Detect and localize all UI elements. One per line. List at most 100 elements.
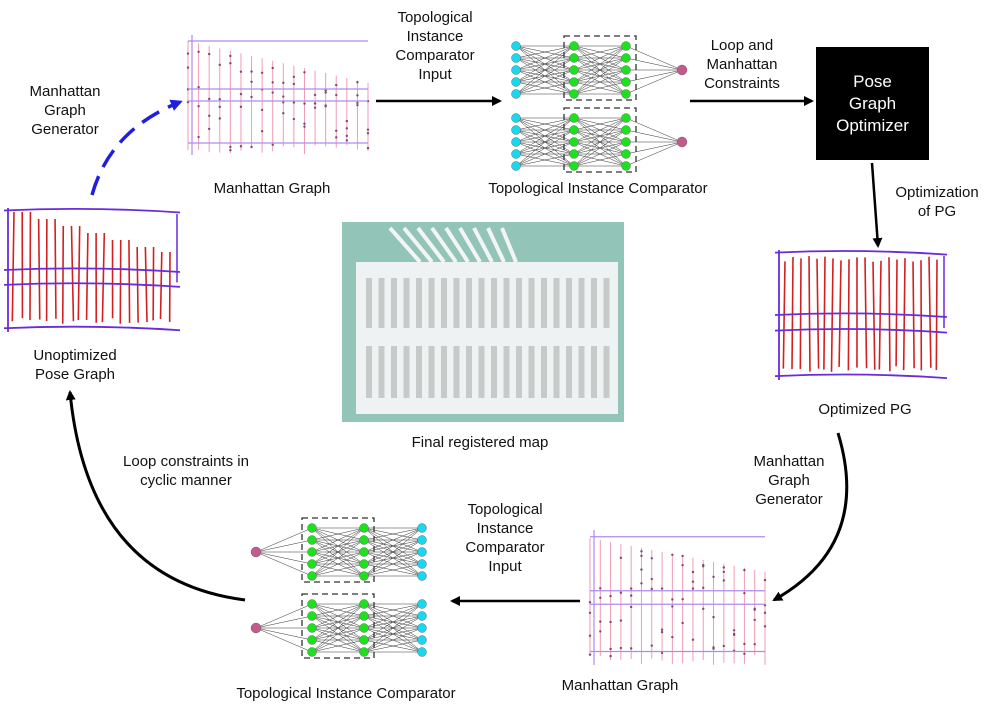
- map-aisle: [591, 278, 597, 328]
- nn-hidden-box: [563, 35, 637, 101]
- mg-node: [660, 587, 664, 590]
- mg-node: [345, 134, 349, 138]
- nn-node: [417, 523, 427, 533]
- pose-graph-optimizer-box: Pose Graph Optimizer: [816, 47, 929, 160]
- mg-node: [229, 54, 232, 58]
- mg-node: [197, 86, 200, 89]
- map-aisle: [441, 278, 447, 328]
- nn-connection: [573, 117, 627, 155]
- arrow-pg-to-mg-bottom: [772, 432, 849, 602]
- map-aisle: [566, 278, 572, 328]
- nn-node: [511, 137, 521, 147]
- mg-node: [292, 82, 296, 86]
- nn-connection: [573, 45, 627, 71]
- mg-node: [229, 145, 232, 149]
- mg-node: [282, 112, 285, 115]
- nn-connection: [573, 57, 627, 95]
- nn-node: [307, 599, 317, 609]
- nn-node: [359, 547, 369, 557]
- mg-node: [609, 594, 612, 598]
- mg-node: [229, 62, 232, 65]
- mg-node: [712, 575, 715, 579]
- nn-node: [621, 125, 631, 135]
- mg-node: [197, 105, 200, 108]
- nn-connection: [573, 69, 627, 95]
- mg-node: [207, 114, 211, 117]
- nn-node: [621, 53, 631, 63]
- mg-node: [335, 136, 338, 139]
- pose-edge: [830, 258, 834, 372]
- nn-connection: [311, 639, 365, 653]
- pose-edge: [895, 259, 898, 367]
- mg-node: [303, 102, 306, 105]
- mg-node: [250, 80, 253, 83]
- mg-node: [335, 93, 338, 97]
- nn-node: [569, 137, 579, 147]
- mg-node: [218, 105, 221, 109]
- nn-node: [307, 559, 317, 569]
- mg-node: [640, 582, 643, 585]
- topological-instance-comparator-top: [511, 35, 688, 173]
- nn-connection: [255, 551, 313, 577]
- mg-node: [271, 66, 274, 70]
- nn-connection: [625, 69, 683, 95]
- mg-node: [303, 125, 306, 128]
- map-aisle: [391, 278, 397, 328]
- mg-node: [753, 608, 756, 611]
- arrow-dashed-generator: [90, 99, 183, 196]
- nn-node: [359, 535, 369, 545]
- mg-node: [303, 122, 306, 125]
- mg-node: [260, 71, 264, 74]
- nn-node: [569, 113, 579, 123]
- mg-node: [588, 611, 592, 615]
- nn-node: [359, 559, 369, 569]
- map-aisle: [378, 346, 385, 398]
- map-aisle: [503, 346, 510, 398]
- mg-node: [691, 570, 695, 574]
- map-aisle: [603, 278, 610, 328]
- map-aisle: [516, 346, 522, 398]
- nn-connection: [573, 117, 627, 131]
- mg-node: [271, 81, 274, 84]
- mg-node: [609, 647, 612, 651]
- pose-edge: [928, 256, 932, 368]
- mg-node: [691, 638, 695, 641]
- mg-node: [271, 91, 274, 94]
- label-final-map: Final registered map: [411, 434, 549, 451]
- nn-node: [307, 535, 317, 545]
- nn-connection: [573, 117, 627, 167]
- mg-node: [640, 554, 643, 558]
- mg-node: [218, 117, 221, 120]
- nn-node: [569, 89, 579, 99]
- nn-node: [307, 571, 317, 581]
- nn-node: [511, 77, 521, 87]
- map-aisle: [603, 346, 610, 398]
- mg-node: [303, 71, 306, 74]
- final-registered-map: [342, 222, 624, 422]
- pose-edge: [3, 282, 181, 288]
- mg-node: [722, 644, 726, 648]
- nn-node: [359, 623, 369, 633]
- pose-edge: [3, 267, 181, 273]
- nn-connection: [363, 603, 423, 641]
- nn-connection: [573, 45, 627, 59]
- nn-node: [511, 161, 521, 171]
- mg-node: [743, 591, 746, 595]
- mg-node: [763, 611, 767, 615]
- arrow-cyclic-loop: [65, 390, 246, 602]
- map-aisle: [428, 346, 435, 398]
- map-aisle: [541, 278, 547, 328]
- map-aisle: [416, 346, 422, 398]
- nn-connection: [625, 57, 683, 71]
- map-aisle: [403, 278, 410, 328]
- nn-connection: [625, 45, 683, 71]
- mg-node: [619, 591, 623, 594]
- nn-connection: [625, 69, 683, 83]
- mg-node: [671, 598, 674, 601]
- nn-node: [307, 611, 317, 621]
- mg-node: [239, 145, 243, 148]
- map-aisle: [366, 278, 372, 328]
- map-corridor: [416, 226, 446, 264]
- mg-node: [588, 601, 592, 604]
- nn-connection: [311, 539, 365, 577]
